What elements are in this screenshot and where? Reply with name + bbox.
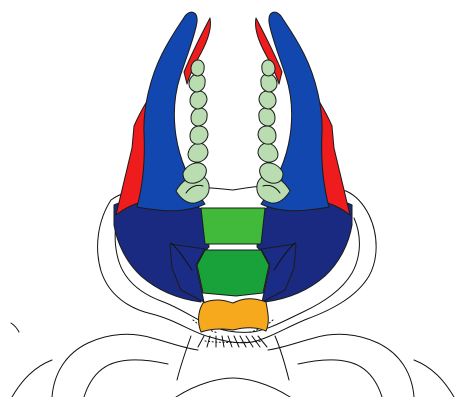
orange-plate	[199, 299, 269, 332]
upper-green-plate	[201, 208, 265, 244]
lower-green-plate	[197, 250, 269, 296]
